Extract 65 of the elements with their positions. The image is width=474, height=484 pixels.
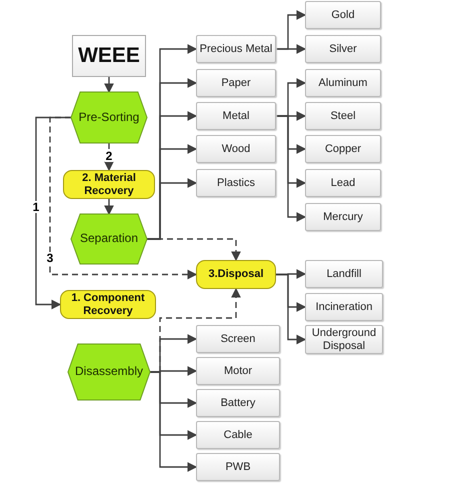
item-box — [305, 135, 381, 163]
node-label: PWB — [225, 460, 251, 474]
node-label: 1. Component Recovery — [70, 292, 146, 317]
node-label: Disassembly — [74, 365, 143, 379]
process-hexagon — [71, 92, 147, 143]
node-label: Paper — [221, 76, 251, 90]
node-label: Steel — [330, 110, 356, 122]
edge-label: 2 — [104, 150, 114, 162]
item-box — [196, 357, 280, 385]
start-box — [72, 35, 146, 77]
item-box — [305, 325, 383, 354]
node-label: Pre-Sorting — [78, 110, 140, 124]
arrow — [276, 274, 306, 344]
item-box — [305, 260, 383, 288]
node-label: Gold — [331, 8, 355, 22]
node-label: Aluminum — [318, 76, 368, 90]
item-box — [305, 1, 381, 29]
item-box — [196, 453, 280, 481]
item-box — [305, 203, 381, 231]
arrow — [276, 44, 306, 54]
item-box — [305, 293, 383, 321]
arrow — [104, 199, 114, 216]
item-box — [305, 35, 381, 63]
node-label: Separation — [80, 232, 138, 246]
item-box — [196, 135, 276, 163]
node-label: WEEE — [78, 44, 140, 68]
item-box — [305, 102, 381, 130]
node-label: Incineration — [316, 300, 372, 314]
node-label: Silver — [329, 42, 357, 56]
node-label: Wood — [222, 142, 250, 156]
node-label: Copper — [324, 142, 362, 156]
edge-label: 1 — [32, 201, 40, 213]
item-box — [196, 421, 280, 449]
stage-box — [63, 170, 155, 199]
stage-box — [60, 290, 156, 319]
item-box — [196, 325, 280, 353]
node-label: 2. Material Recovery — [81, 172, 137, 197]
node-label: Underground Disposal — [310, 327, 378, 352]
arrow — [276, 115, 306, 222]
node-label: Screen — [220, 332, 256, 346]
stage-box — [196, 260, 276, 289]
node-label: Plastics — [217, 176, 255, 190]
arrow — [147, 178, 198, 240]
item-box — [196, 69, 276, 97]
node-label: Landfill — [326, 268, 362, 280]
dashed-arrow — [49, 116, 198, 280]
node-label: Cable — [224, 428, 252, 442]
arrow — [150, 371, 198, 472]
item-box — [196, 102, 276, 130]
process-hexagon — [71, 214, 147, 264]
node-label: Precious Metal — [200, 42, 272, 56]
item-box — [305, 69, 381, 97]
node-label: Battery — [220, 396, 256, 410]
node-label: Motor — [224, 364, 252, 378]
item-box — [196, 389, 280, 417]
item-box — [196, 169, 276, 197]
edge-label: 3 — [46, 252, 54, 264]
item-box — [196, 35, 276, 63]
node-label: Metal — [222, 110, 250, 122]
node-label: 3.Disposal — [208, 268, 264, 281]
node-label: Lead — [330, 176, 356, 190]
item-box — [305, 169, 381, 197]
arrow — [104, 77, 114, 94]
node-label: Mercury — [323, 210, 363, 224]
process-hexagon — [68, 344, 150, 400]
